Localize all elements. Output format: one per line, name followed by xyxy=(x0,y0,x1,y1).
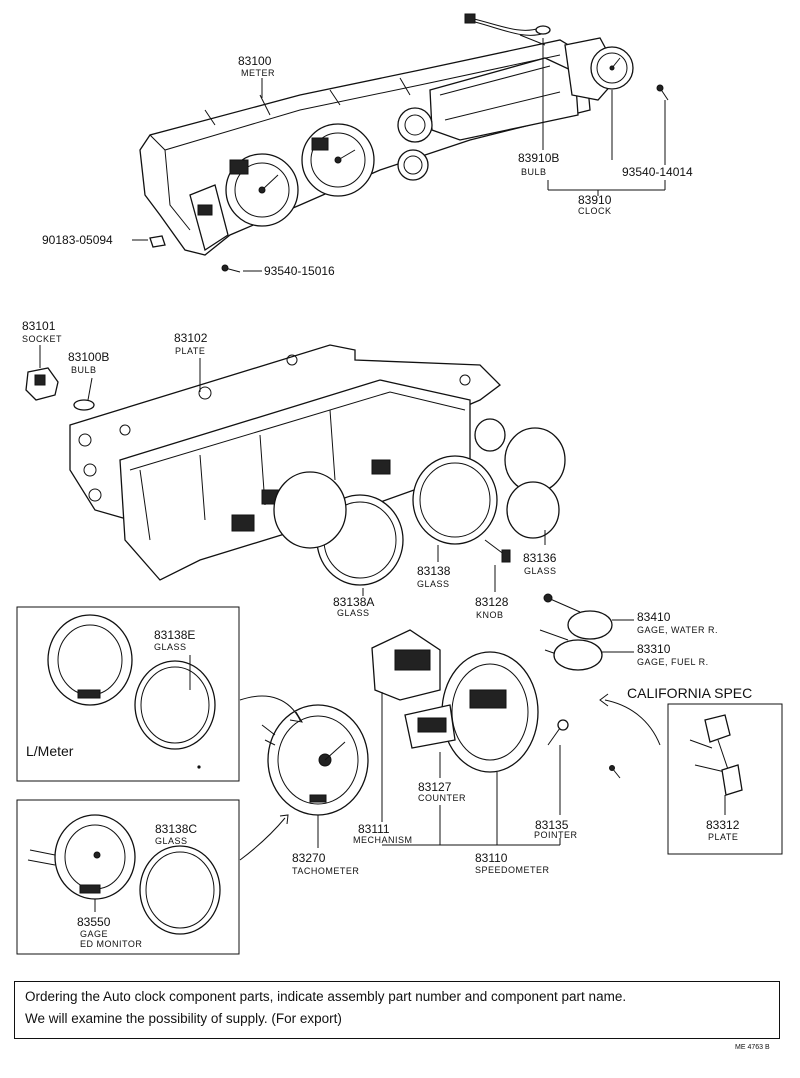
label-glass-main-name: GLASS xyxy=(417,579,450,589)
label-gage-water-name: GAGE, WATER R. xyxy=(637,625,718,635)
lmeter-glass-drawing xyxy=(47,614,216,750)
label-tachometer-number: 83270 xyxy=(292,851,326,865)
callout-labels: 83100 METER 83910B BULB 93540-14014 8391… xyxy=(22,54,752,949)
california-plate-drawing xyxy=(599,693,743,815)
label-lmeter: L/Meter xyxy=(26,743,74,759)
label-glass-small-number: 83136 xyxy=(523,551,557,565)
label-bulb-clock-number: 83910B xyxy=(518,151,559,165)
tachometer-drawing xyxy=(239,695,369,861)
label-glass-small-name: GLASS xyxy=(524,566,557,576)
label-glass-c-number: 83138C xyxy=(155,822,197,836)
ordering-note-line1: Ordering the Auto clock component parts,… xyxy=(25,989,627,1004)
label-pointer-number: 83135 xyxy=(535,818,569,832)
label-mechanism-name: MECHANISM xyxy=(353,835,413,845)
label-glass-a-number: 83138A xyxy=(333,595,374,609)
label-california: CALIFORNIA SPEC xyxy=(627,685,752,701)
label-tachometer-name: TACHOMETER xyxy=(292,866,359,876)
label-gage-monitor-name2: ED MONITOR xyxy=(80,939,142,949)
label-screw-clock-number: 93540-14014 xyxy=(622,165,693,179)
label-gage-monitor-name: GAGE xyxy=(80,929,108,939)
plate-assembly-drawing xyxy=(25,344,566,596)
label-speedometer-number: 83110 xyxy=(475,851,508,865)
label-clip-number: 90183-05094 xyxy=(42,233,113,247)
label-knob-number: 83128 xyxy=(475,595,509,609)
gages-drawing xyxy=(539,593,634,671)
label-socket-number: 83101 xyxy=(22,319,56,333)
label-meter-number: 83100 xyxy=(238,54,272,68)
label-glass-c-name: GLASS xyxy=(155,836,188,846)
label-glass-main-number: 83138 xyxy=(417,564,451,578)
label-plate-cal-number: 83312 xyxy=(706,818,740,832)
label-clock-name: CLOCK xyxy=(578,206,612,216)
label-clock-number: 83910 xyxy=(578,193,612,207)
label-counter-name: COUNTER xyxy=(418,793,466,803)
label-gage-water-number: 83410 xyxy=(637,610,671,624)
label-glass-e-name: GLASS xyxy=(154,642,187,652)
label-bulb-name: BULB xyxy=(71,365,97,375)
label-knob-name: KNOB xyxy=(476,610,504,620)
ordering-note-line2: We will examine the possibility of suppl… xyxy=(25,1011,342,1026)
meter-assembly-drawing xyxy=(132,13,669,273)
california-box xyxy=(667,703,783,855)
ordering-note: Ordering the Auto clock component parts,… xyxy=(14,981,780,1039)
label-bulb-number: 83100B xyxy=(68,350,109,364)
monitor-box xyxy=(16,799,240,955)
label-socket-name: SOCKET xyxy=(22,334,62,344)
label-plate-number: 83102 xyxy=(174,331,208,345)
label-meter-name: METER xyxy=(241,68,275,78)
monitor-gage-drawing xyxy=(27,814,221,935)
lmeter-box xyxy=(16,606,240,782)
label-speedometer-name: SPEEDOMETER xyxy=(475,865,550,875)
label-pointer-name: POINTER xyxy=(534,830,578,840)
label-mechanism-number: 83111 xyxy=(358,822,390,836)
label-screw-meter-number: 93540-15016 xyxy=(264,264,335,278)
drawing-reference: ME 4763 B xyxy=(735,1044,770,1051)
speedometer-drawing xyxy=(371,629,621,846)
label-glass-a-name: GLASS xyxy=(337,608,370,618)
label-gage-fuel-number: 83310 xyxy=(637,642,671,656)
label-glass-e-number: 83138E xyxy=(154,628,195,642)
label-counter-number: 83127 xyxy=(418,780,452,794)
label-plate-name: PLATE xyxy=(175,346,205,356)
label-plate-cal-name: PLATE xyxy=(708,832,738,842)
label-gage-monitor-number: 83550 xyxy=(77,915,111,929)
label-gage-fuel-name: GAGE, FUEL R. xyxy=(637,657,709,667)
label-bulb-clock-name: BULB xyxy=(521,167,547,177)
